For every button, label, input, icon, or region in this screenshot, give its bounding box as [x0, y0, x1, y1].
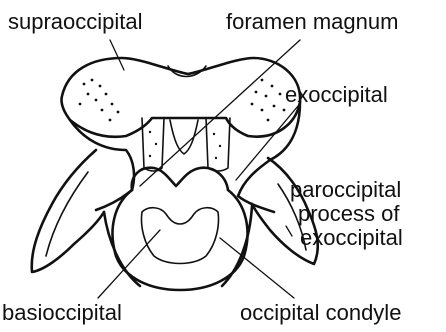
inner-panel-right: [206, 118, 230, 171]
foramen-magnum-opening: [132, 168, 228, 190]
right-lobe-stipple: [251, 79, 286, 122]
label-paroccipital-line3: exoccipital: [300, 225, 403, 250]
condyle-lower-left: [104, 212, 140, 286]
left-lobe-stipple: [79, 79, 120, 122]
supraoccipital-bone: [61, 58, 300, 137]
label-supraoccipital: supraoccipital: [8, 9, 143, 34]
paroccipital-left: [32, 150, 104, 272]
paroccipital-left-inner: [46, 172, 88, 256]
label-occipital-condyle: occipital condyle: [240, 300, 401, 325]
leader-basioccipital: [98, 230, 160, 298]
label-paroccipital-line1: paroccipital: [290, 177, 401, 202]
leader-supraoccipital: [110, 40, 124, 70]
label-exoccipital: exoccipital: [285, 82, 388, 107]
occipital-condyle: [113, 190, 248, 290]
label-foramen-magnum: foramen magnum: [226, 9, 398, 34]
skull-drawing: [32, 58, 318, 290]
leader-occipital-condyle: [220, 238, 294, 298]
label-paroccipital-line2: process of: [298, 201, 400, 226]
leader-paroccipital: [286, 226, 292, 236]
label-basioccipital: basioccipital: [2, 300, 122, 325]
basioccipital-inner: [142, 208, 219, 264]
